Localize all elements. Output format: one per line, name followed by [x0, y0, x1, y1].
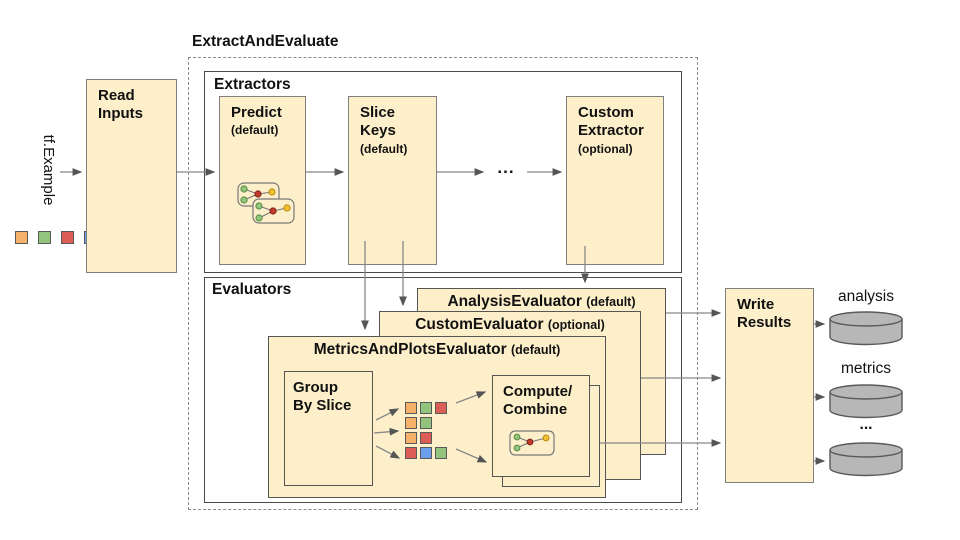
- input-label: tf.Example: [40, 134, 57, 206]
- extractors-section-label: Extractors: [214, 76, 291, 93]
- slice-keys-sub-label: (default): [360, 141, 408, 156]
- custom-extractor-sub-label: (optional): [578, 141, 633, 156]
- extract-and-evaluate-container: [188, 57, 698, 510]
- orange-square: [15, 231, 28, 244]
- orange-square: [405, 432, 417, 444]
- green-square: [435, 447, 447, 459]
- pipeline-title: ExtractAndEvaluate: [192, 33, 339, 50]
- model-graph-icon: [237, 182, 295, 224]
- red-square: [435, 402, 447, 414]
- input-examples-squares: [15, 231, 97, 244]
- predict-extractor-box: Predict (default): [219, 96, 306, 265]
- orange-square: [405, 417, 417, 429]
- more-outputs-label: ...: [859, 416, 873, 433]
- green-square: [420, 417, 432, 429]
- red-square: [405, 447, 417, 459]
- database-cylinder-icon: [829, 442, 903, 477]
- orange-square: [405, 402, 417, 414]
- analysis-evaluator-title: AnalysisEvaluator (default): [447, 293, 636, 310]
- compute-combine-box: Compute/Combine: [492, 375, 590, 477]
- extractors-ellipsis: ...: [497, 158, 515, 177]
- red-square: [61, 231, 74, 244]
- compute-combine-label: Compute/Combine: [503, 383, 573, 419]
- analysis-output-label: analysis: [838, 288, 894, 305]
- blue-square: [420, 447, 432, 459]
- green-square: [420, 402, 432, 414]
- metrics-and-plots-evaluator-title: MetricsAndPlotsEvaluator (default): [313, 341, 561, 358]
- predict-sub-label: (default): [231, 123, 279, 138]
- compute-graph-icon: [509, 430, 555, 456]
- custom-evaluator-title: CustomEvaluator (optional): [415, 316, 605, 333]
- green-square: [38, 231, 51, 244]
- predict-label: Predict: [231, 104, 282, 121]
- database-cylinder-icon: [829, 384, 903, 419]
- evaluators-section-label: Evaluators: [212, 281, 292, 298]
- red-square: [420, 432, 432, 444]
- database-cylinder-icon: [829, 311, 903, 346]
- metrics-output-label: metrics: [841, 360, 891, 377]
- sliced-examples-squares: [405, 402, 447, 462]
